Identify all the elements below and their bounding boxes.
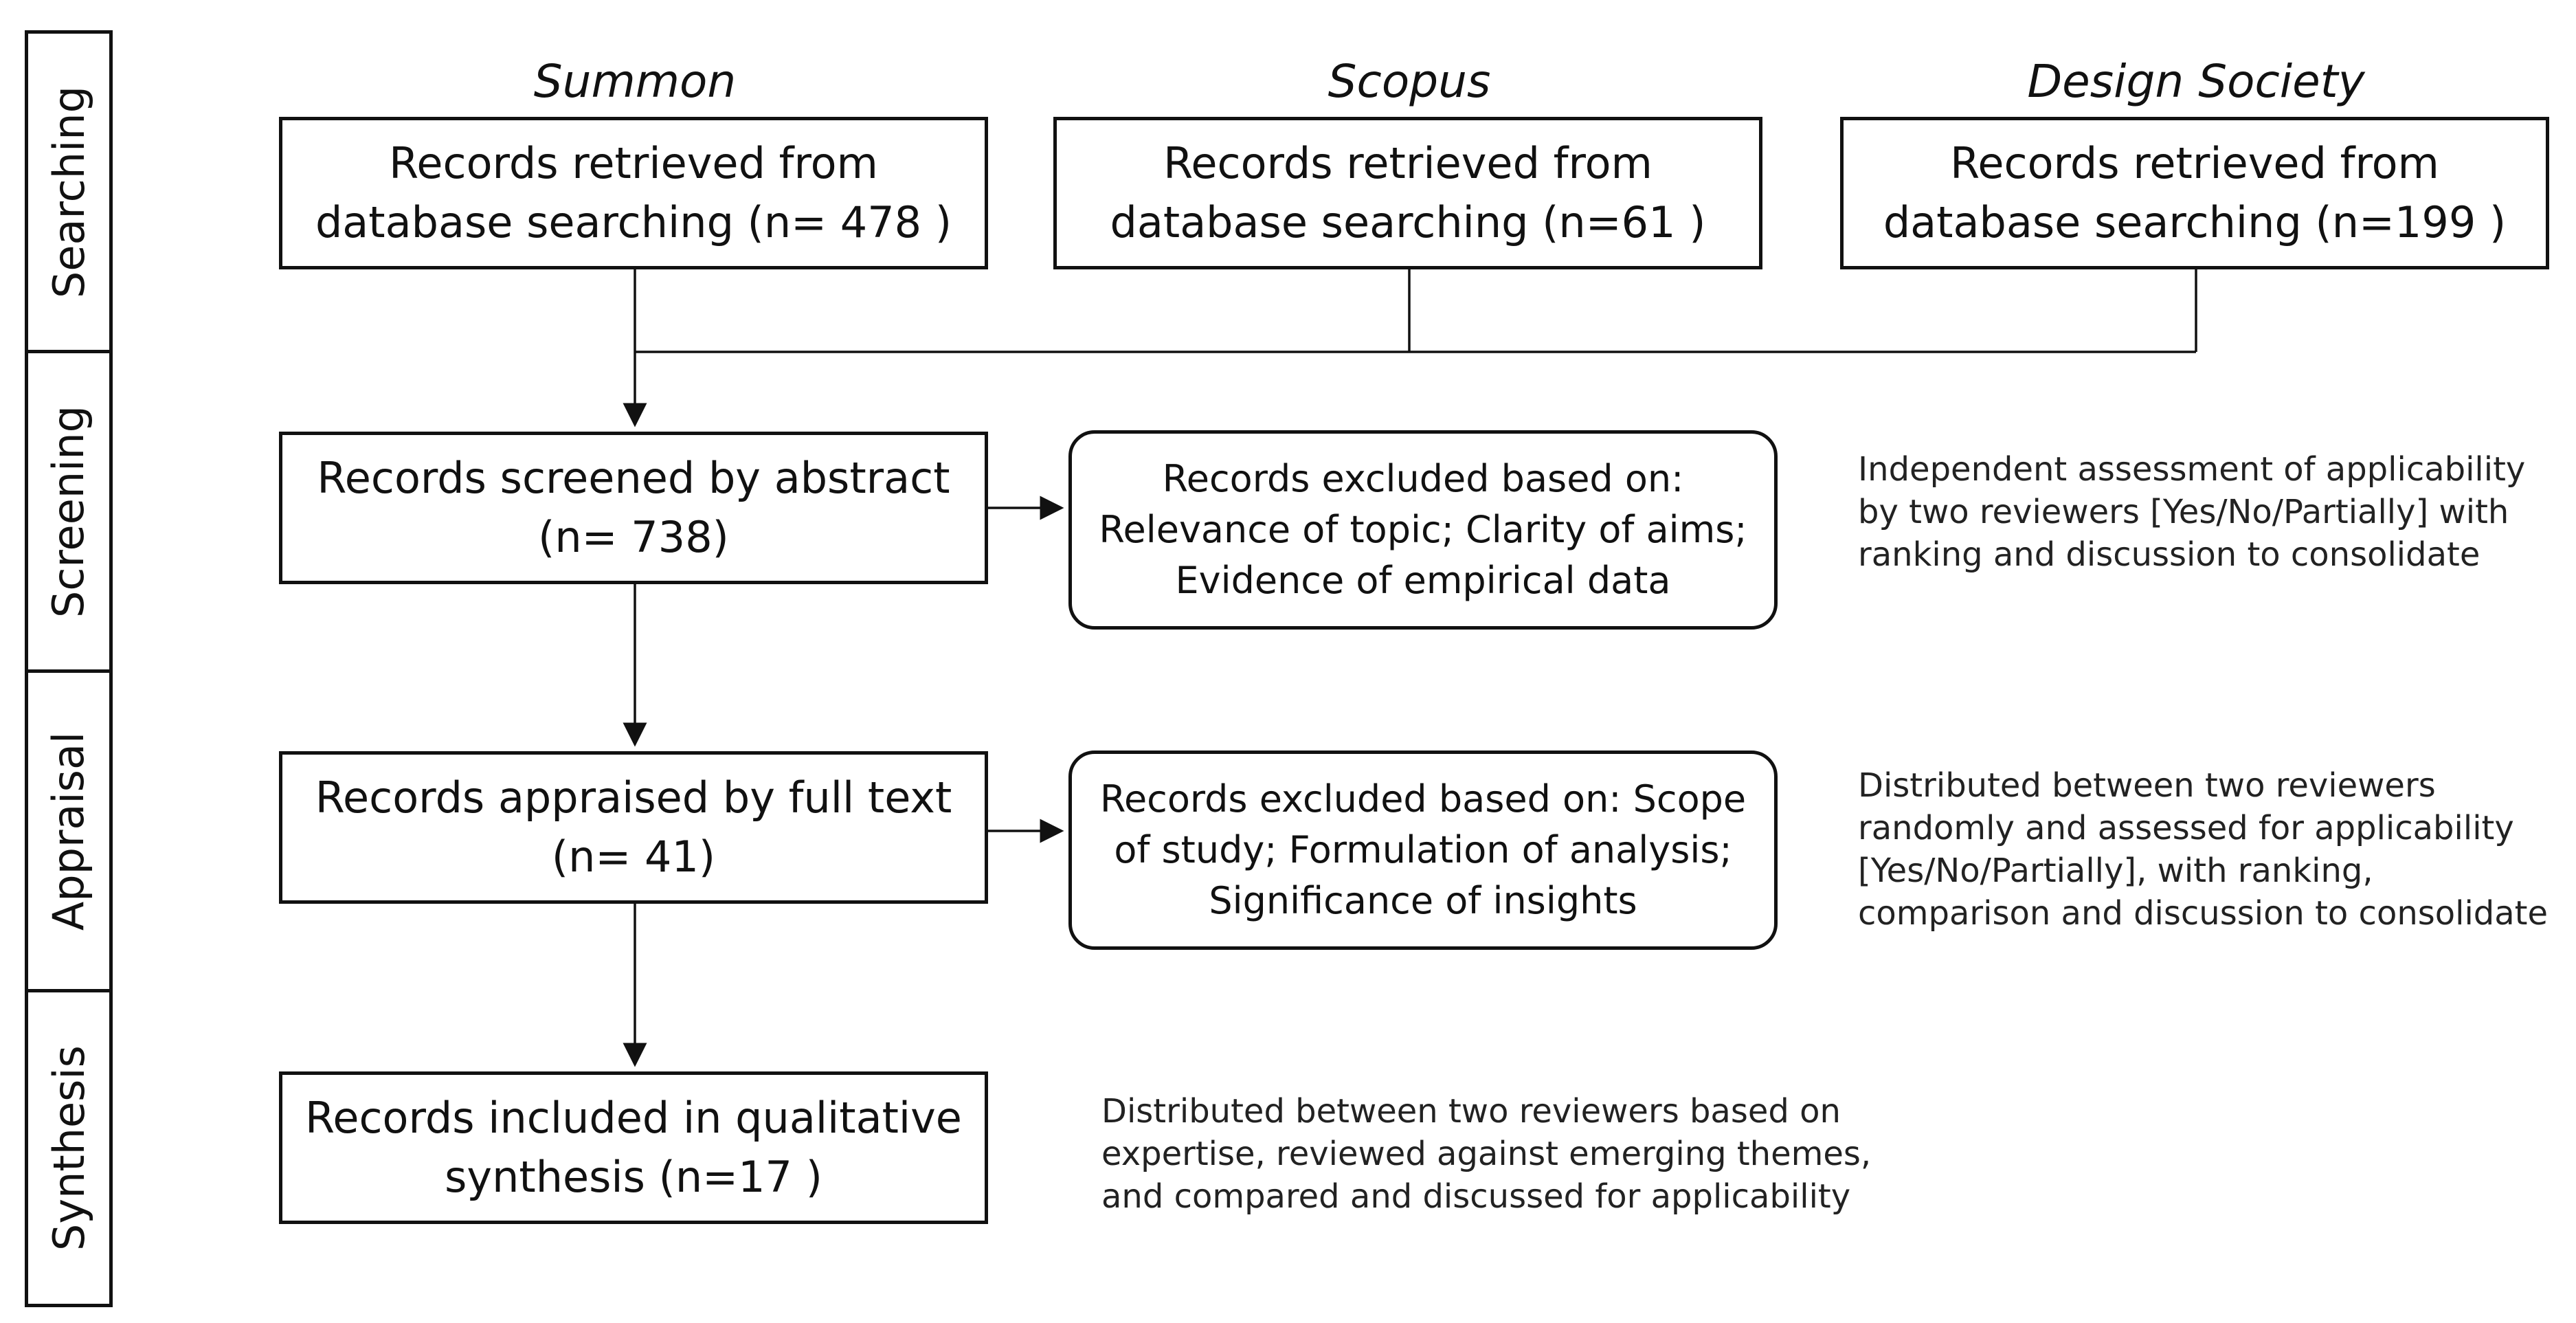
database-title-summon: Summon [533,55,737,108]
database-title-design-society: Design Society [2027,55,2365,108]
box-text: Records retrieved from database searchin… [315,138,952,247]
screening-exclusion-box: Records excluded based on: Relevance of … [1068,430,1778,630]
box-text: Records retrieved from database searchin… [1110,138,1706,247]
database-title-scopus: Scopus [1328,55,1491,108]
box-text: Records retrieved from database searchin… [1883,138,2507,247]
synthesis-note: Distributed between two reviewers based … [1101,1092,1872,1216]
appraisal-note: Distributed between two reviewers random… [1858,766,2549,933]
appraised-records-box: Records appraised by full text (n= 41) [279,751,988,904]
summon-records-box: Records retrieved from database searchin… [279,117,988,269]
appraisal-exclusion-box: Records excluded based on: Scope of stud… [1068,751,1778,950]
box-text: Records appraised by full text (n= 41) [315,772,952,882]
box-text: Records included in qualitative synthesi… [305,1093,962,1202]
screening-note: Independent assessment of applicability … [1858,450,2526,574]
stage-searching: Searching [28,34,109,353]
box-text: Records screened by abstract (n= 738) [317,453,950,562]
screened-records-box: Records screened by abstract (n= 738) [279,432,988,584]
stage-appraisal: Appraisal [28,673,109,992]
stage-screening: Screening [28,353,109,673]
scopus-records-box: Records retrieved from database searchin… [1053,117,1762,269]
included-records-box: Records included in qualitative synthesi… [279,1071,988,1224]
box-text: Records excluded based on: Scope of stud… [1099,777,1747,922]
design-society-records-box: Records retrieved from database searchin… [1840,117,2549,269]
stage-rail: Searching Screening Appraisal Synthesis [25,30,113,1307]
box-text: Records excluded based on: Relevance of … [1099,457,1747,602]
